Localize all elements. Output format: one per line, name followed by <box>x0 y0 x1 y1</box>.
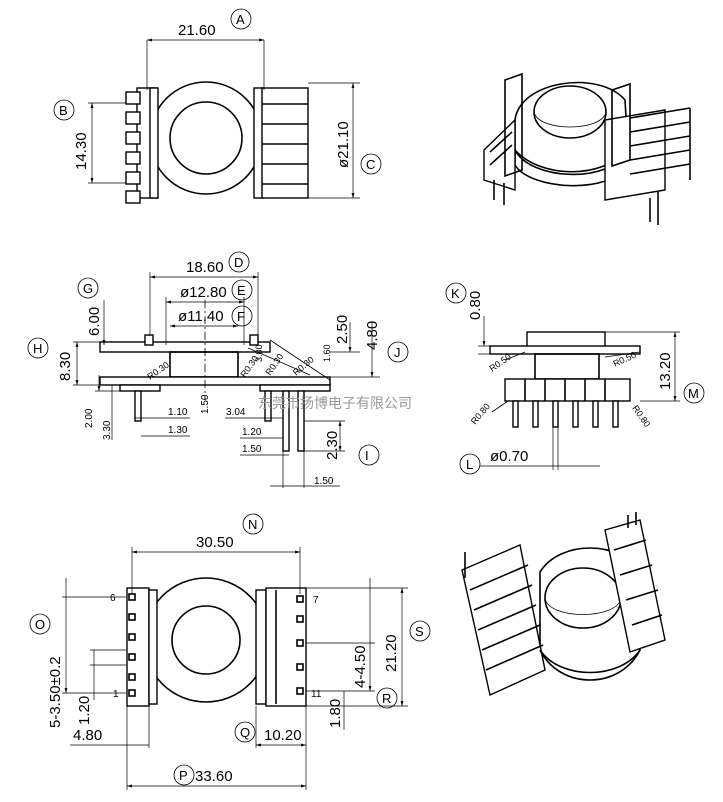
dim-f: ø11.40 <box>178 308 224 325</box>
dim-150b: 1.50 <box>242 444 262 455</box>
pin-6: 6 <box>110 593 116 604</box>
dim-480: 4.80 <box>73 727 102 744</box>
dim-150c: 1.50 <box>314 476 334 487</box>
radius-80a: R0.80 <box>469 401 492 426</box>
label-r: R <box>382 691 391 706</box>
label-c: C <box>366 157 375 172</box>
dim-r: 4-4.50 <box>352 645 369 688</box>
front-view: 0.80 K R0.50 R0.50 R0.80 R0.80 13.20 M ø… <box>445 282 705 475</box>
side-view: 18.60 D ø12.80 E ø11.40 F 6.00 G 8.30 H … <box>27 251 409 488</box>
radius-50a: R0.50 <box>487 352 512 374</box>
dim-k: 0.80 <box>467 291 484 320</box>
dim-300: 3.00 <box>254 344 264 362</box>
radius-80b: R0.80 <box>630 403 652 428</box>
label-p: P <box>179 768 188 783</box>
label-o: O <box>35 617 45 632</box>
dim-160: 1.60 <box>322 344 332 362</box>
dim-p: 33.60 <box>195 768 233 785</box>
label-m: M <box>688 386 699 401</box>
bottom-left-pins <box>128 593 136 697</box>
bottom-view: 6 7 1 11 30.50 N 5-3.50±0.2 O 1.20 21.20… <box>29 513 431 790</box>
dim-g: 6.00 <box>86 307 103 336</box>
label-e: E <box>237 283 246 298</box>
dim-m: 13.20 <box>657 352 674 390</box>
dim-l: ø0.70 <box>490 448 528 465</box>
label-d: D <box>234 255 243 270</box>
dim-110: 1.10 <box>168 407 188 418</box>
label-j: J <box>394 345 401 360</box>
label-i: I <box>365 448 369 463</box>
top-right-pins <box>262 103 308 185</box>
isometric-top-view <box>483 72 691 225</box>
label-f: F <box>237 309 245 324</box>
dim-r2: 1.80 <box>327 699 344 728</box>
label-g: G <box>83 281 93 296</box>
dim-o: 5-3.50±0.2 <box>47 656 64 728</box>
pin-7: 7 <box>313 595 319 606</box>
label-b: B <box>59 103 68 118</box>
radius-3: R0.30 <box>263 352 285 377</box>
label-q: Q <box>240 725 250 740</box>
front-pins <box>512 400 619 428</box>
label-h: H <box>33 341 42 356</box>
dim-s: 21.20 <box>383 634 400 672</box>
watermark: 东莞市扬博电子有限公司 <box>258 395 412 412</box>
dim-n: 30.50 <box>196 534 234 551</box>
dim-304: 3.04 <box>226 407 246 418</box>
bottom-right-pins <box>296 595 304 695</box>
label-l: L <box>466 457 473 472</box>
dim-130: 1.30 <box>168 425 188 436</box>
dim-200: 2.00 <box>84 408 95 428</box>
dim-h: 8.30 <box>57 352 74 381</box>
dim-o2: 1.20 <box>76 696 93 725</box>
dim-e: ø12.80 <box>180 284 227 301</box>
dim-i: 2.30 <box>324 431 341 460</box>
dim-q: 10.20 <box>264 727 302 744</box>
dim-diameter: ø21.10 <box>335 121 352 168</box>
top-left-pins <box>125 91 141 204</box>
radius-4: R0.30 <box>291 354 316 377</box>
label-s: S <box>415 624 424 639</box>
dim-j1: 2.50 <box>334 315 351 344</box>
dim-120: 1.20 <box>242 427 262 438</box>
label-n: N <box>248 517 257 532</box>
pin-11: 11 <box>311 689 322 700</box>
isometric-bottom-view <box>461 512 666 696</box>
dim-d: 18.60 <box>186 259 224 276</box>
dim-height: 14.30 <box>73 132 90 170</box>
dim-j2: 4.80 <box>364 321 381 350</box>
pin-1: 1 <box>113 689 119 700</box>
dim-150a: 1.50 <box>200 394 211 414</box>
top-view: 21.60 A 14.30 B ø21.10 C <box>53 8 382 204</box>
dim-width: 21.60 <box>178 22 216 39</box>
label-k: K <box>451 286 460 301</box>
dim-330: 3.30 <box>102 420 113 440</box>
label-a: A <box>236 12 245 27</box>
